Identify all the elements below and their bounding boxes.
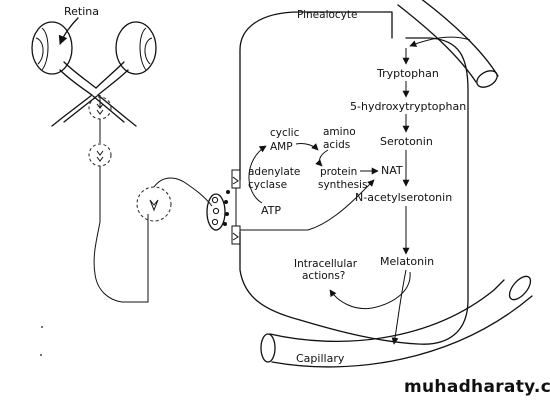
left-eye bbox=[31, 21, 73, 75]
neural-pathway bbox=[88, 95, 213, 303]
adenylate-label: adenylate bbox=[248, 166, 300, 178]
cyclase-label: cyclase bbox=[248, 179, 287, 191]
capillary-label: Capillary bbox=[296, 352, 345, 365]
pinealocyte-label: Pinealocyte bbox=[297, 9, 357, 21]
hydroxytryptophan-label: 5-hydroxytryptophan bbox=[350, 100, 466, 113]
actions-label: actions? bbox=[302, 270, 345, 282]
protein-label: protein bbox=[320, 166, 357, 178]
eyes-retina: Retina bbox=[31, 5, 157, 127]
watermark: muhadharaty.com bbox=[404, 377, 550, 397]
capillary-top bbox=[397, 0, 499, 88]
nat-label: NAT bbox=[381, 164, 403, 177]
amp-label: AMP bbox=[270, 141, 293, 153]
cyclic-label: cyclic bbox=[270, 127, 300, 139]
superior-cervical-ganglion bbox=[136, 186, 172, 222]
intracellular-label: Intracellular bbox=[294, 258, 358, 270]
acids-label: acids bbox=[323, 139, 350, 151]
melatonin-label: Melatonin bbox=[380, 255, 434, 268]
amino-label: amino bbox=[323, 126, 356, 138]
capillary-bottom: Capillary bbox=[260, 275, 533, 368]
atp-label: ATP bbox=[261, 204, 281, 217]
serotonin-label: Serotonin bbox=[380, 135, 433, 148]
acetylserotonin-label: N-acetylserotonin bbox=[355, 191, 452, 204]
retina-label: Retina bbox=[64, 5, 99, 18]
melatonin-pathway: Tryptophan 5-hydroxytryptophan Serotonin… bbox=[294, 48, 466, 345]
right-eye bbox=[115, 21, 157, 75]
nerve-terminal bbox=[206, 169, 241, 245]
synthesis-label: synthesis bbox=[318, 179, 367, 191]
camp-signaling: cyclic AMP amino acids adenylate cyclase… bbox=[240, 126, 403, 231]
pinealocyte-cell: Pinealocyte bbox=[239, 9, 469, 345]
tryptophan-label: Tryptophan bbox=[376, 67, 439, 80]
